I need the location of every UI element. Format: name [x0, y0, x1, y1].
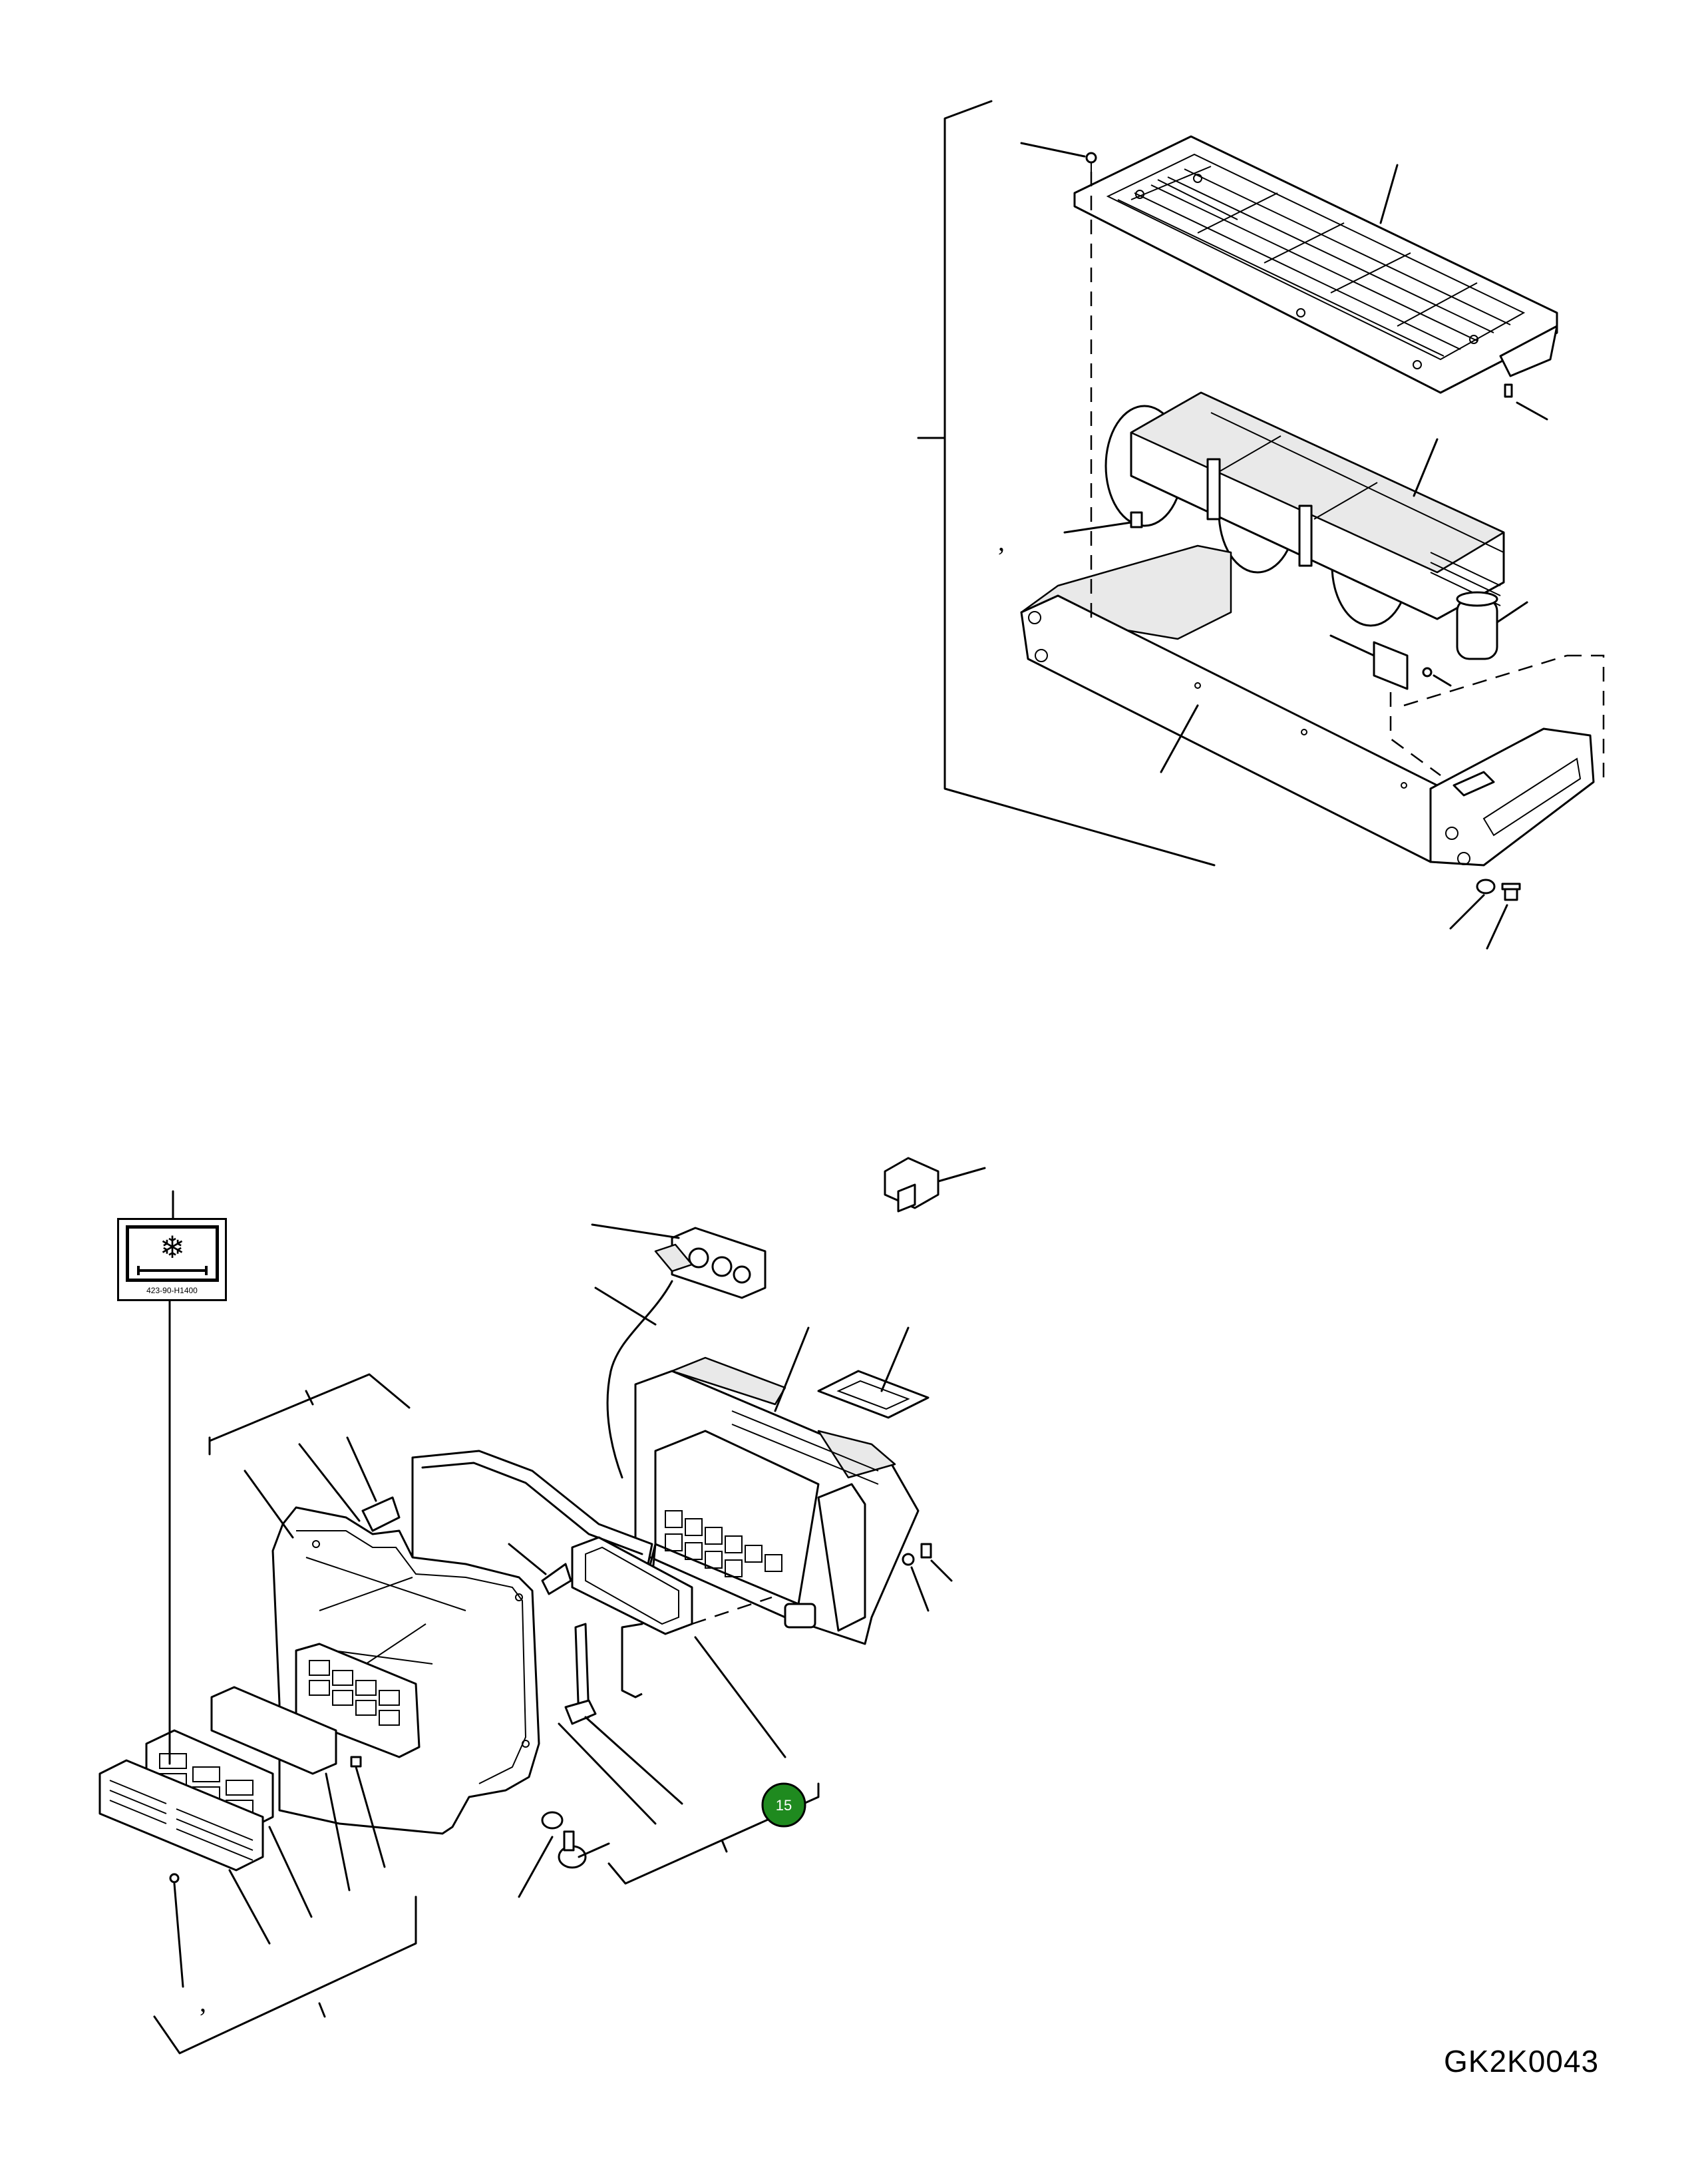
- mounting-frame: [1020, 544, 1595, 867]
- perforated-cover-grille: [1073, 135, 1558, 394]
- bracket-middle: [508, 1543, 572, 1595]
- bottom-bracket: [153, 1895, 417, 2055]
- frame-bolt-holes: [1028, 611, 1470, 865]
- decal-code: 423-90-H1400: [146, 1286, 198, 1295]
- separator-comma-bottom: ,: [200, 1987, 206, 2017]
- lower-assembly: 15: [98, 1157, 986, 2055]
- housing-screw-washer: [902, 1543, 953, 1612]
- receiver-drier: [1456, 591, 1528, 660]
- louvered-grille: [98, 1759, 271, 1945]
- bracket-left: [346, 1436, 401, 1532]
- evaporator-blower-unit: [1105, 391, 1505, 627]
- cover-vent-grid: [309, 1660, 400, 1726]
- mounting-clip: [1329, 634, 1452, 690]
- flat-filter-panel: [210, 1686, 351, 1891]
- wiring-harness: [606, 1280, 673, 1479]
- decal-bar-end-left: [137, 1266, 140, 1275]
- decal-inner: ❄: [126, 1225, 219, 1282]
- cover-screw-top: [1020, 142, 1097, 172]
- relay-connector: [884, 1157, 986, 1213]
- callout-marker[interactable]: 15: [761, 1782, 806, 1828]
- panel-nut: [350, 1756, 386, 1868]
- cab-cover-panel: [271, 1506, 540, 1835]
- decal-width-bar: [138, 1269, 206, 1272]
- filter-gasket: [817, 1326, 930, 1419]
- heater-core-grid: [665, 1510, 782, 1577]
- decal-box: ❄ 423-90-H1400: [117, 1218, 227, 1301]
- lower-left-bracket: [208, 1373, 411, 1456]
- top-assembly-bracket: [943, 100, 1216, 867]
- cover-screw-right: [1504, 383, 1548, 421]
- top-assembly: [917, 100, 1605, 950]
- grille-screw: [169, 1873, 184, 1988]
- blower-knob-nut: [518, 1811, 610, 1898]
- callout-circle[interactable]: [761, 1782, 806, 1828]
- bracket-strip: [558, 1623, 683, 1825]
- snowflake-icon: ❄: [159, 1229, 186, 1265]
- separator-comma-top: ,: [998, 526, 1005, 556]
- decal-bar-end-right: [205, 1266, 208, 1275]
- grille-screw-holes: [1135, 174, 1478, 369]
- frame-washer-bolt: [1449, 879, 1521, 950]
- drain-fitting: [1130, 511, 1143, 528]
- control-switch-panel: [591, 1223, 767, 1299]
- callout-number[interactable]: 15: [776, 1797, 792, 1814]
- drawing-code: GK2K0043: [1444, 2044, 1600, 2079]
- heater-unit-housing: [634, 1356, 920, 1645]
